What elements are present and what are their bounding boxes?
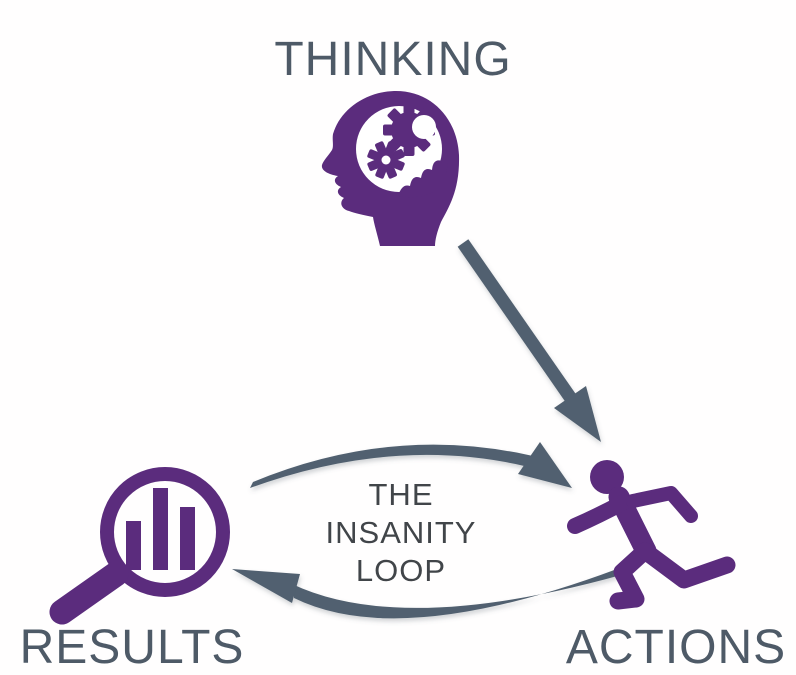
bar-chart-bars	[126, 488, 195, 570]
loop-caption-line3: LOOP	[355, 553, 447, 588]
loop-caption-line2: INSANITY	[325, 515, 477, 550]
small-gear-icon	[367, 141, 405, 179]
loop-arrow-bottom	[232, 569, 621, 619]
runner-front-arm	[567, 494, 632, 534]
runner-rear-arm	[626, 486, 698, 523]
gear-hub-dot	[412, 115, 436, 139]
magnifier-bar-chart-icon	[49, 467, 230, 625]
brain-fold-shape	[398, 148, 448, 198]
loop-caption: THE INSANITY LOOP	[326, 476, 477, 590]
runner-front-leg	[609, 542, 654, 610]
running-person-icon	[567, 460, 736, 610]
actions-label: ACTIONS	[565, 621, 787, 674]
runner-head	[590, 460, 624, 494]
arrow-thinking-to-actions	[457, 239, 601, 442]
results-label: RESULTS	[19, 621, 245, 674]
head-with-gears-icon	[321, 90, 460, 246]
loop-arrow-top	[250, 442, 572, 488]
runner-rear-leg	[636, 542, 736, 589]
thinking-label: THINKING	[274, 33, 512, 86]
magnifier-lens	[100, 467, 230, 597]
loop-caption-line1: THE	[368, 477, 434, 512]
magnifier-handle	[49, 561, 129, 625]
